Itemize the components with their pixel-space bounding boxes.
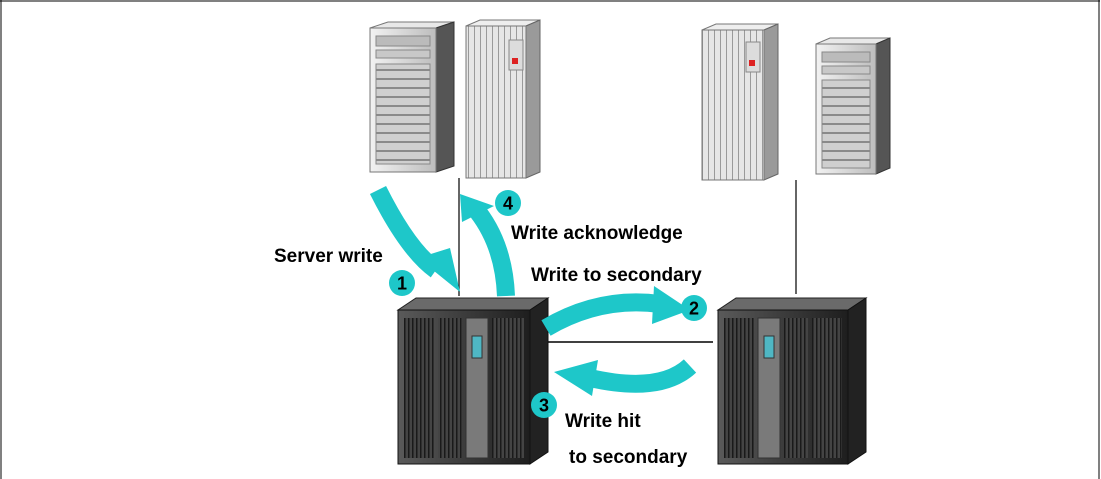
primary-tower-server-icon (369, 21, 455, 173)
svg-text:4: 4 (503, 194, 513, 214)
write-hit-label-line2: to secondary (569, 447, 688, 468)
primary-rack-server-icon (465, 19, 541, 179)
secondary-tower-server-icon (815, 37, 891, 175)
write-to-secondary-arrow (541, 286, 690, 336)
server-write-label: Server write (274, 246, 383, 267)
secondary-rack-server-icon (701, 23, 779, 181)
primary-storage-cabinet-icon (396, 297, 550, 465)
write-hit-label-line1: Write hit (565, 411, 641, 432)
write-hit-arrow (554, 359, 697, 396)
server-write-arrow (369, 185, 460, 292)
svg-text:2: 2 (689, 299, 699, 319)
step-badge-4: 4 (495, 190, 521, 216)
step-badge-1: 1 (389, 270, 415, 296)
step-badge-2: 2 (681, 295, 707, 321)
secondary-storage-cabinet-icon (716, 297, 868, 465)
write-acknowledge-arrow (460, 194, 515, 297)
svg-text:1: 1 (397, 274, 407, 294)
write-to-secondary-label: Write to secondary (531, 265, 702, 286)
step-badge-3: 3 (531, 392, 557, 418)
write-acknowledge-label: Write acknowledge (511, 223, 683, 244)
svg-text:3: 3 (539, 396, 549, 416)
